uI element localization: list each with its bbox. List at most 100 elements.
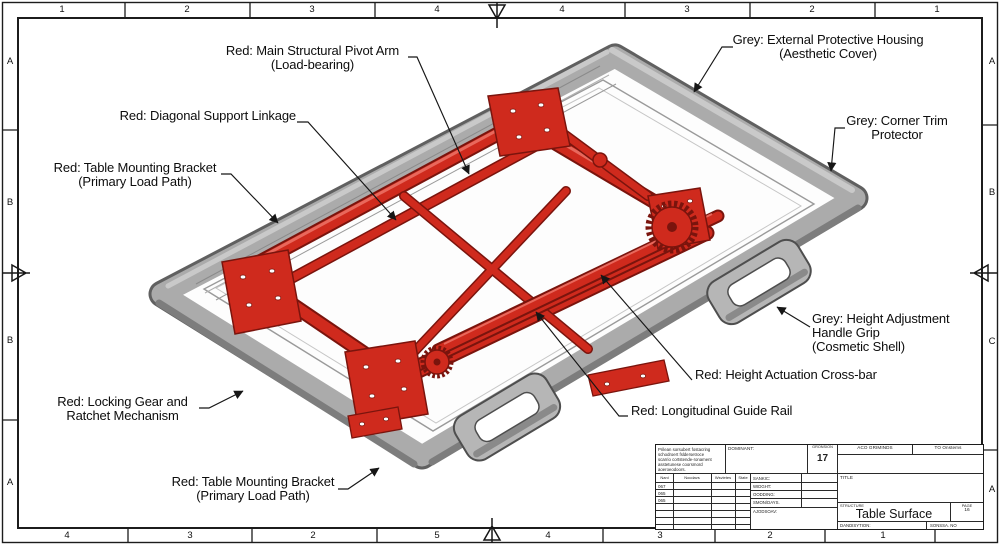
rev-col-line2 (711, 474, 712, 530)
title-label: TITLE (840, 475, 854, 480)
callout-crossbar-line1: Red: Height Actuation Cross-bar (695, 367, 877, 382)
bottom-strip-divider (926, 522, 927, 530)
field-label-smondays: SMON/DAYS. (753, 500, 780, 505)
grid-label-right-c: C (988, 336, 996, 347)
field-row-line2 (751, 490, 838, 491)
foot-tabs (347, 359, 670, 439)
handle-grip-bottom (452, 372, 562, 462)
structure-cell: STRUCTURE Table Surface (838, 503, 951, 521)
mounting-bracket-west (221, 249, 302, 335)
callout-corner-trim-line1: Grey: Corner Trim (846, 113, 948, 128)
rev-row-value1: 067 (658, 483, 666, 489)
field-label-sankic: SANKIC: (753, 475, 771, 481)
dominant-label: DOMINANT: (728, 446, 755, 451)
grid-label-top-8: 1 (934, 4, 940, 15)
grension-cell: GRONSION 17 (808, 445, 838, 473)
grid-label-top-4: 4 (434, 4, 440, 15)
callout-diagonal-linkage: Red: Diagonal Support Linkage (96, 108, 296, 123)
callout-locking-gear-line2: Ratchet Mechanism (66, 408, 179, 424)
rev-row-value2: 065 (658, 490, 666, 496)
callout-housing-line1: Grey: External Protective Housing (732, 32, 924, 47)
title-cell: TITLE (838, 473, 983, 503)
locking-gear-small (420, 345, 454, 379)
callout-locking-gear-line1: Red: Locking Gear and (57, 394, 188, 409)
callout-bracket-top-line2: (Primary Load Path) (78, 174, 192, 190)
field-row-line1 (751, 482, 838, 483)
callout-handle-grip-line1: Grey: Height Adjustment (812, 311, 950, 326)
grid-label-left-b1: B (6, 197, 14, 208)
bottom-left-label: DANDISYTION: (840, 523, 871, 528)
page-value: 16 (964, 508, 970, 513)
callout-locking-gear: Red: Locking Gear and Ratchet Mechanism (45, 394, 200, 424)
callout-crossbar: Red: Height Actuation Cross-bar (695, 367, 900, 382)
rev-row-line6 (656, 524, 751, 525)
grid-label-left-b2: B (6, 335, 14, 346)
callout-handle-grip-line2: Handle Grip (812, 325, 880, 341)
structure-label: STRUCTURE (840, 503, 864, 508)
field-table: SANKIC: WIDGHT: OODDING: SMON/DAYS. AJOD… (751, 473, 838, 529)
acd-cell: ACO GRIMINDS (838, 445, 913, 455)
rev-header-line (656, 482, 751, 483)
notes-line1: Prilean sorsubert fostacring (658, 447, 711, 452)
grid-label-bottom-6: 3 (657, 530, 663, 541)
grid-label-bottom-8: 1 (880, 530, 886, 541)
title-block-notes: Prilean sorsubert fostacring schodroert … (656, 445, 726, 473)
notes-line3: scarrio cortstende-ronament (658, 457, 712, 462)
grid-label-right-a2: A (988, 484, 996, 495)
page-cell: PAGE 16 (951, 503, 983, 521)
callout-corner-trim-line2: Protector (871, 127, 923, 143)
rev-col-line1 (673, 474, 674, 530)
structure-value: Table Surface (855, 507, 933, 521)
grension-label: GRONSION (812, 445, 833, 449)
callout-pivot-arm-line1: Red: Main Structural Pivot Arm (225, 43, 400, 58)
to-label: TO Onstems (934, 445, 962, 450)
notes-line2: schodroert fsldersetroce (658, 452, 705, 457)
grension-value: 17 (816, 453, 829, 464)
grid-label-bottom-2: 3 (187, 530, 193, 541)
grid-label-top-6: 3 (684, 4, 690, 15)
rev-header-state: State (738, 475, 748, 480)
callout-handle-grip: Grey: Height Adjustment Handle Grip (Cos… (812, 311, 977, 354)
grid-label-left-a: A (6, 56, 14, 67)
rev-col-line3 (735, 474, 736, 530)
title-block: Prilean sorsubert fostacring schodroert … (655, 444, 984, 530)
rev-row-line1 (656, 489, 751, 490)
field-row-line4 (751, 507, 838, 508)
red-mechanism (221, 87, 725, 439)
to-cell: TO Onstems (913, 445, 983, 455)
callout-housing-line2: (Aesthetic Cover) (779, 46, 877, 62)
notes-line5: aoeroeodoors. (658, 467, 686, 472)
callout-housing: Grey: External Protective Housing (Aesth… (723, 32, 933, 62)
grid-label-bottom-3: 2 (310, 530, 316, 541)
callout-bracket-bottom: Red: Table Mounting Bracket (Primary Loa… (160, 474, 346, 504)
grid-label-bottom-4: 5 (434, 530, 440, 541)
rev-row-line2 (656, 496, 751, 497)
page-label: PAGE (961, 503, 973, 508)
rev-row-value3: 065 (658, 497, 666, 503)
field-label-oodding: OODDING: (753, 491, 775, 497)
grid-label-left-a2: A (6, 477, 14, 488)
grid-label-bottom-5: 4 (545, 530, 551, 541)
callout-guide-rail-line1: Red: Longitudinal Guide Rail (631, 403, 793, 418)
callout-guide-rail: Red: Longitudinal Guide Rail (631, 403, 816, 418)
rev-header-nocdavs: Nocdavs (684, 475, 700, 480)
notes-line4: asstetunese coorsmord (658, 462, 703, 467)
field-label-widght: WIDGHT: (753, 483, 772, 489)
grid-label-right-a: A (988, 56, 996, 67)
rev-row-line5 (656, 517, 751, 518)
callout-bracket-bottom-line2: (Primary Load Path) (196, 488, 310, 504)
grid-label-right-b: B (988, 187, 996, 198)
dominant-cell: DOMINANT: (726, 445, 808, 473)
callout-bracket-bottom-line1: Red: Table Mounting Bracket (171, 474, 335, 489)
handle-grip-right (706, 238, 812, 326)
grid-label-top-1: 1 (59, 4, 65, 15)
grid-label-top-7: 2 (809, 4, 815, 15)
rev-header-item: Nani (660, 475, 669, 480)
field-label-approved: AJODSOAV: (753, 509, 778, 514)
mounting-bracket-north (487, 87, 571, 157)
callout-pivot-arm-line2: (Load-bearing) (270, 57, 355, 73)
rev-row-line4 (656, 510, 751, 511)
rev-header-wsvietes: Wsvietes (714, 475, 732, 480)
